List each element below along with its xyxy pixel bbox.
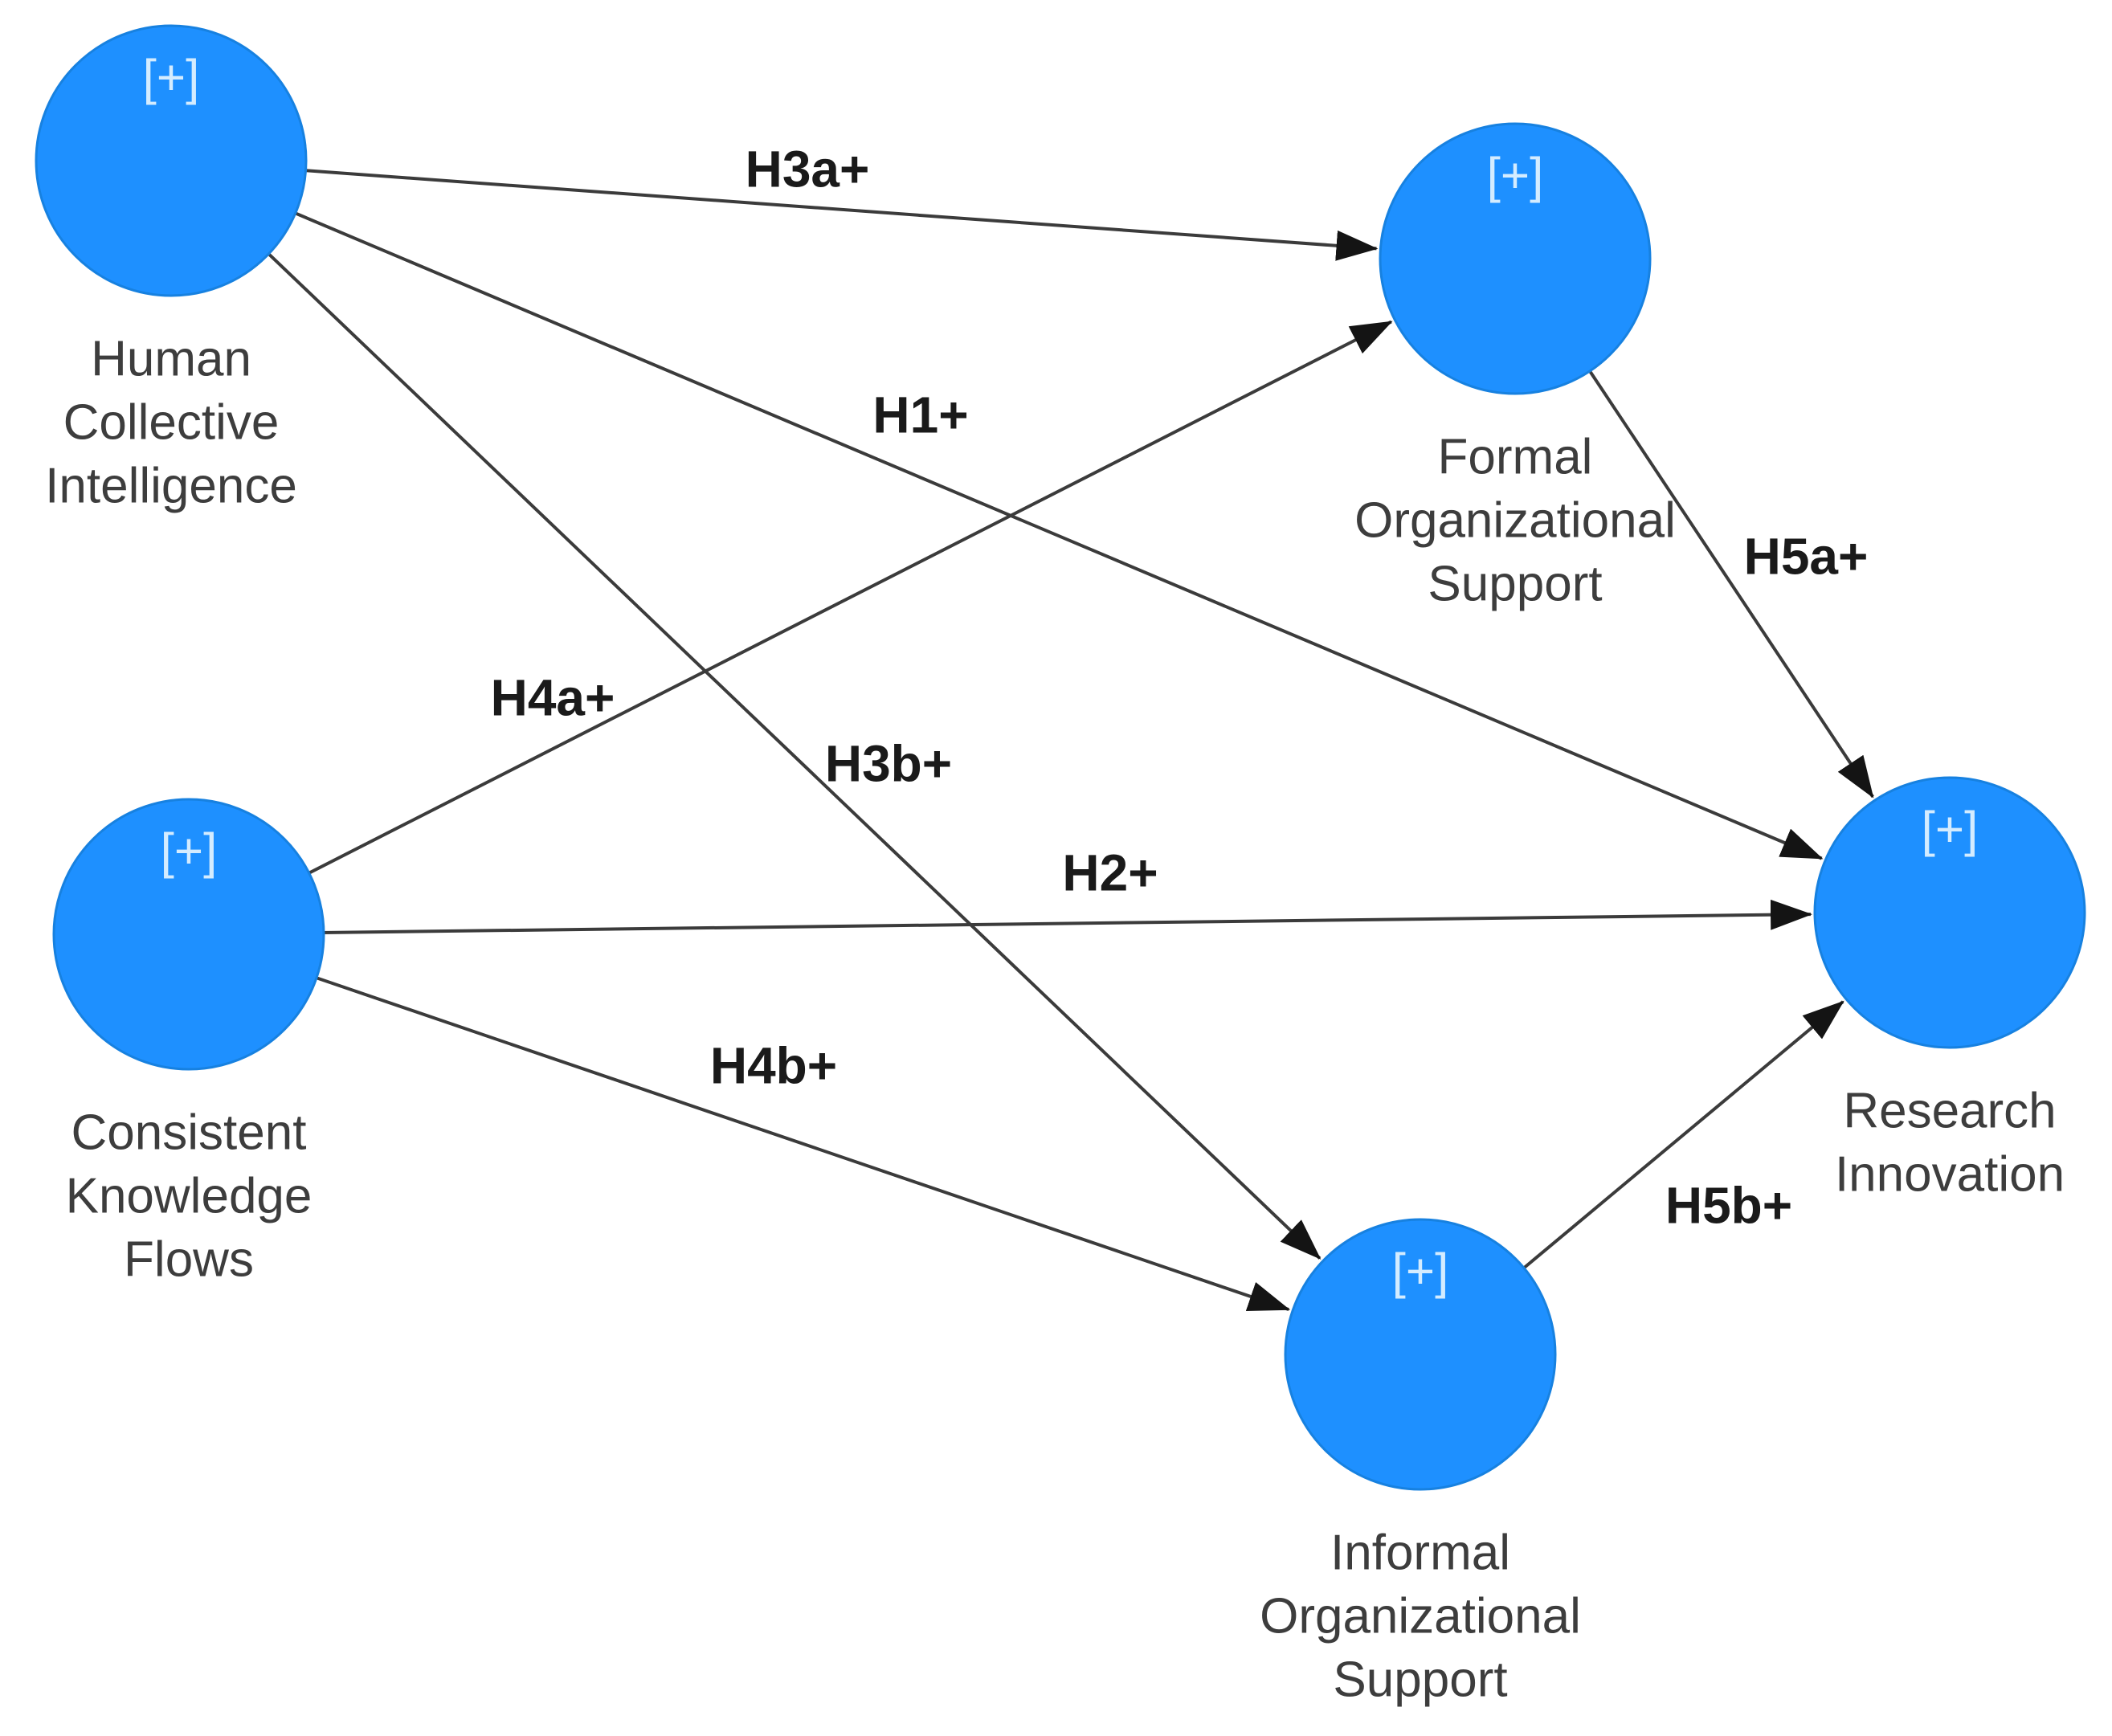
node-informal-organizational-support-label-line-2: Organizational	[1260, 1589, 1581, 1644]
node-informal-organizational-support-circle	[1284, 1218, 1557, 1491]
node-research-innovation-label-line-2: Innovation	[1835, 1147, 2065, 1203]
edges-layer	[170, 159, 1874, 1356]
edge-h3a-arrow	[170, 159, 1379, 261]
edge-h4a-label: H4a+	[491, 668, 615, 726]
node-formal-organizational-support-label-line-1: Formal	[1438, 430, 1593, 485]
node-consistent-knowledge-flows-circle	[52, 798, 325, 1071]
node-formal-organizational-support-label-line-2: Organizational	[1354, 493, 1676, 549]
node-human-collective-intelligence-label-line-2: Collective	[63, 395, 280, 451]
node-informal-organizational-support-badge-icon: [+]	[1392, 1244, 1449, 1300]
edge-h3a-label: H3a+	[746, 140, 870, 198]
node-consistent-knowledge-flows-label-line-2: Knowledge	[66, 1169, 313, 1224]
node-informal-organizational-support-label-line-3: Support	[1333, 1652, 1507, 1708]
edge-h2-label: H2+	[1062, 843, 1158, 901]
edge-h3b-arrow	[170, 159, 1322, 1260]
node-consistent-knowledge-flows-badge-icon: [+]	[161, 824, 218, 880]
node-research-innovation-circle	[1813, 776, 2086, 1049]
node-human-collective-intelligence-circle	[35, 24, 308, 297]
edge-h2-arrow	[188, 899, 1813, 936]
node-formal-organizational-support-label-line-3: Support	[1428, 557, 1602, 612]
edge-h3b-label: H3b+	[825, 734, 952, 792]
node-consistent-knowledge-flows-label-line-3: Flows	[124, 1232, 254, 1288]
node-informal-organizational-support-label-line-1: Informal	[1330, 1526, 1510, 1581]
node-human-collective-intelligence-label-line-3: Intelligence	[45, 459, 297, 514]
edge-h4a-arrow	[188, 320, 1393, 936]
node-research-innovation-badge-icon: [+]	[1922, 803, 1979, 858]
edge-h1-arrow	[170, 159, 1824, 860]
edge-h4b-label: H4b+	[710, 1036, 837, 1094]
node-formal-organizational-support-circle	[1379, 122, 1652, 395]
edge-labels-layer: H3a+ H1+ H3b+ H4a+ H2+ H4b+ H5a+ H5b+	[491, 140, 1869, 1234]
node-human-collective-intelligence-badge-icon: [+]	[143, 51, 200, 106]
node-human-collective-intelligence-label-line-1: Human	[91, 332, 251, 387]
edge-h4b-arrow	[188, 933, 1291, 1312]
edge-h5b-label: H5b+	[1665, 1176, 1792, 1234]
node-consistent-knowledge-flows-label-line-1: Consistent	[71, 1105, 307, 1161]
node-research-innovation-label-line-1: Research	[1843, 1084, 2056, 1139]
node-formal-organizational-support-badge-icon: [+]	[1487, 149, 1544, 204]
edge-h1-label: H1+	[872, 386, 968, 443]
edge-h5a-label: H5a+	[1744, 527, 1869, 585]
